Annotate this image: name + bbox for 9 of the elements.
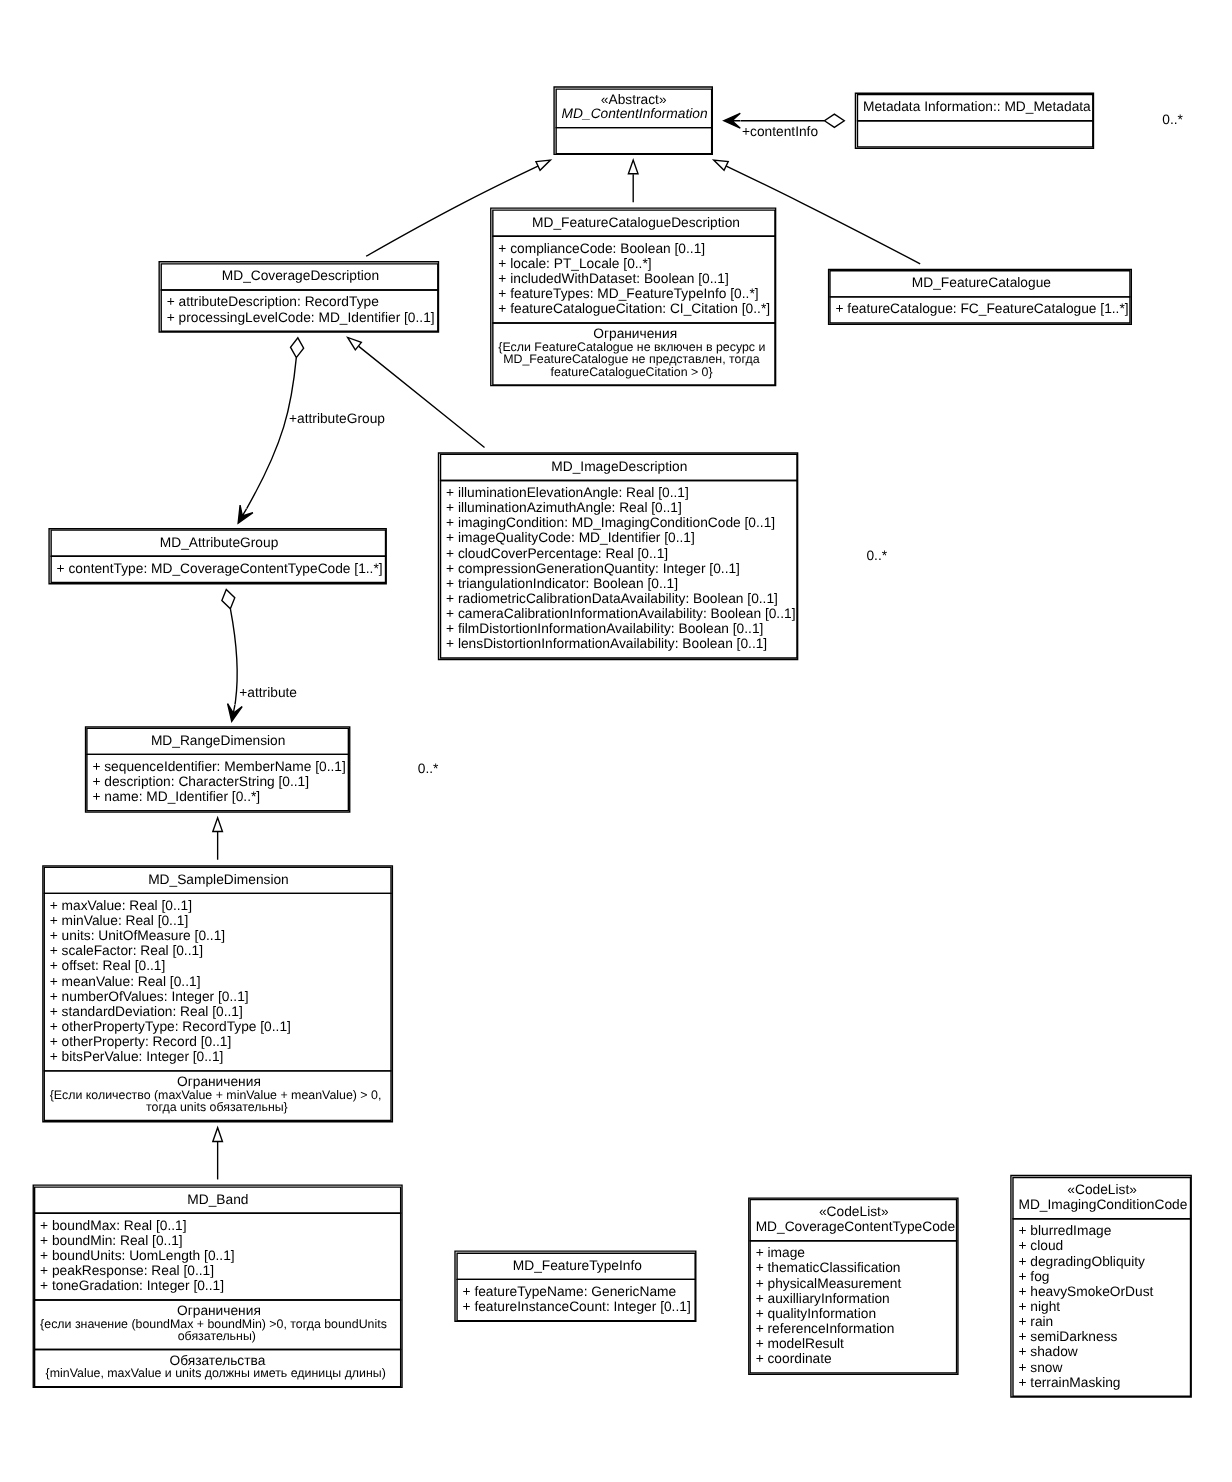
arrow — [211, 1124, 224, 1180]
arrow — [221, 587, 243, 721]
arrow — [723, 111, 846, 128]
arrow — [365, 158, 553, 256]
arrow — [237, 335, 305, 523]
arrow — [211, 814, 224, 860]
arrow — [346, 335, 486, 448]
arrow — [711, 158, 921, 264]
arrow — [627, 156, 639, 202]
